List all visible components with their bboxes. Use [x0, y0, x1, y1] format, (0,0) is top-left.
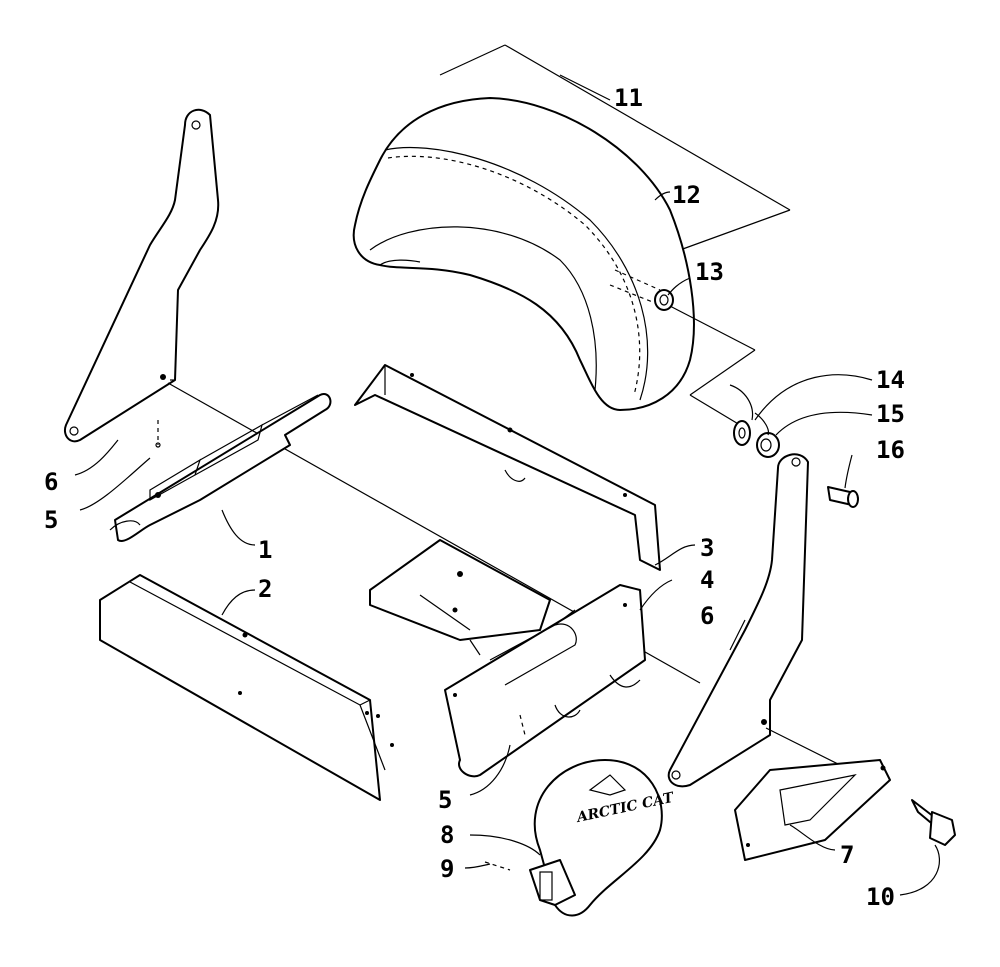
front-panel-2 — [99, 574, 394, 801]
callout-2: 2 — [258, 575, 272, 603]
callout-leaders — [74, 191, 941, 896]
callout-9: 9 — [440, 855, 454, 883]
bolt-16 — [827, 486, 859, 508]
callout-leaders-upper — [754, 374, 873, 436]
rear-panel-3 — [354, 364, 661, 571]
hardware-axis-lines — [609, 269, 756, 426]
pin-5-left — [155, 420, 161, 448]
pin-5-right — [519, 714, 526, 736]
callout-5-bottom: 5 — [438, 786, 452, 814]
callout-3: 3 — [700, 534, 714, 562]
spacer-15 — [756, 432, 780, 458]
hook-plate-4 — [444, 584, 646, 778]
hook-plate-1 — [109, 393, 332, 542]
callout-labels: 6 5 1 2 3 4 6 5 8 9 7 10 11 12 13 14 15 … — [44, 84, 905, 911]
backrest-pad — [352, 97, 695, 411]
center-mount-plate — [369, 539, 551, 656]
screw-9 — [484, 861, 511, 871]
washer-14 — [733, 420, 751, 446]
callout-5-left: 5 — [44, 506, 58, 534]
callout-16: 16 — [876, 436, 905, 464]
assembly-bracket-11 — [439, 44, 791, 251]
callout-7: 7 — [840, 841, 854, 869]
callout-4: 4 — [700, 566, 714, 594]
side-bracket-7 — [734, 759, 891, 861]
callout-11: 11 — [614, 84, 643, 112]
cowl-cover-8: ARCTIC CAT — [529, 759, 677, 917]
right-backrest-bracket — [667, 453, 809, 788]
callout-13: 13 — [695, 258, 724, 286]
callout-14: 14 — [876, 366, 905, 394]
callout-6-left: 6 — [44, 468, 58, 496]
callout-6-right: 6 — [700, 602, 714, 630]
callout-1: 1 — [258, 536, 272, 564]
callout-8: 8 — [440, 821, 454, 849]
callout-12: 12 — [672, 181, 701, 209]
callout-10: 10 — [866, 883, 895, 911]
bolt-10 — [911, 799, 956, 846]
callout-15: 15 — [876, 400, 905, 428]
left-backrest-bracket — [64, 108, 220, 443]
